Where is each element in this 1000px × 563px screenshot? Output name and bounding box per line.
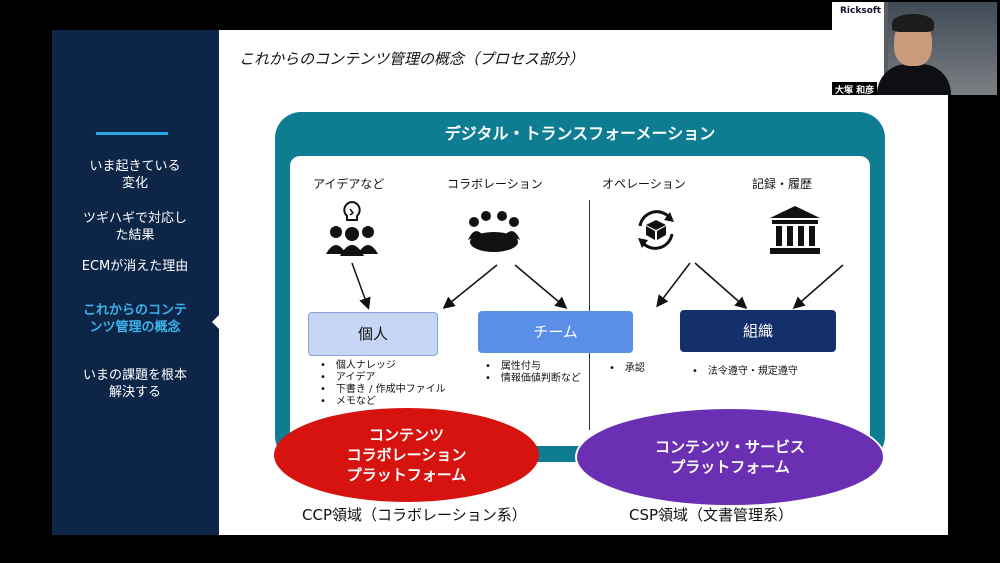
ccp-line-2: コラボレーション [346,446,467,464]
dx-title: デジタル・トランスフォーメーション [444,124,716,143]
list-item: 情報価値判断など [485,373,581,385]
presenter-hair [892,14,934,32]
sidebar-accent-bar [96,132,168,135]
presenter-slide-thumbnail: Ricksoft [832,2,884,94]
ccp-line-1: コンテンツ [368,426,444,444]
bullets-team: 属性付与 情報価値判断など [485,361,581,385]
label-operation: オペレーション [602,177,686,191]
slide-title: これからのコンテンツ管理の概念（プロセス部分） [239,50,585,68]
list-item: 属性付与 [485,361,581,373]
presenter-name: 大塚 和彦 [832,82,878,95]
bullets-org: 法令遵守・規定遵守 [692,366,798,378]
cycle-box-icon [638,210,674,250]
bullets-individual: 個人ナレッジ アイデア 下書き / 作成中ファイル メモなど [320,360,446,408]
box-individual: 個人 [308,312,438,356]
csp-platform-ellipse: コンテンツ・サービス プラットフォーム [575,407,885,507]
sidebar-item-patchwork[interactable]: ツギハギで対応し た結果 [60,210,210,244]
institution-building-icon [770,206,820,254]
sidebar: いま起きている 変化 ツギハギで対応し た結果 ECMが消えた理由 これからのコ… [52,30,219,535]
meeting-table-icon [468,211,520,252]
company-logo: Ricksoft [840,6,882,16]
sidebar-item-label: ツギハギで対応し た結果 [82,211,187,243]
active-indicator [212,312,222,332]
webcam-video: Ricksoft 大塚 和彦 [832,2,997,95]
ccp-line-3: プラットフォーム [346,466,467,484]
list-item: 個人ナレッジ [320,360,446,372]
sidebar-item-ecm[interactable]: ECMが消えた理由 [60,258,210,275]
list-item: 法令遵守・規定遵守 [692,366,798,378]
ccp-platform-ellipse: コンテンツ コラボレーション プラットフォーム [274,408,539,502]
sidebar-item-label: ECMが消えた理由 [81,259,189,274]
list-item: メモなど [320,396,446,408]
sidebar-item-label: いま起きている 変化 [89,159,181,191]
csp-line-2: プラットフォーム [670,458,790,476]
flow-arrows [351,262,844,310]
label-ideas: アイデアなど [313,177,385,191]
box-org: 組織 [680,310,836,352]
csp-domain-label: CSP領域（文書管理系） [629,506,794,524]
sidebar-item-label: これからのコンテ ンツ管理の概念 [82,303,187,335]
box-team: チーム [478,311,633,353]
ccp-domain-label: CCP領域（コラボレーション系） [302,506,527,524]
presenter-body [877,64,951,95]
label-records: 記録・履歴 [752,177,813,191]
sidebar-item-label: いまの課題を根本 解決する [82,368,187,400]
presentation-slide: いま起きている 変化 ツギハギで対応し た結果 ECMが消えた理由 これからのコ… [52,30,948,535]
label-collab: コラボレーション [447,177,543,191]
sidebar-item-concept[interactable]: これからのコンテ ンツ管理の概念 [60,302,210,336]
list-item: 承認 [609,363,645,375]
lightbulb-group-icon [326,200,378,256]
sidebar-item-changes[interactable]: いま起きている 変化 [60,158,210,192]
csp-line-1: コンテンツ・サービス [654,438,805,456]
sidebar-item-solution[interactable]: いまの課題を根本 解決する [60,367,210,401]
list-item: 下書き / 作成中ファイル [320,384,446,396]
bullets-approval: 承認 [609,363,645,375]
list-item: アイデア [320,372,446,384]
